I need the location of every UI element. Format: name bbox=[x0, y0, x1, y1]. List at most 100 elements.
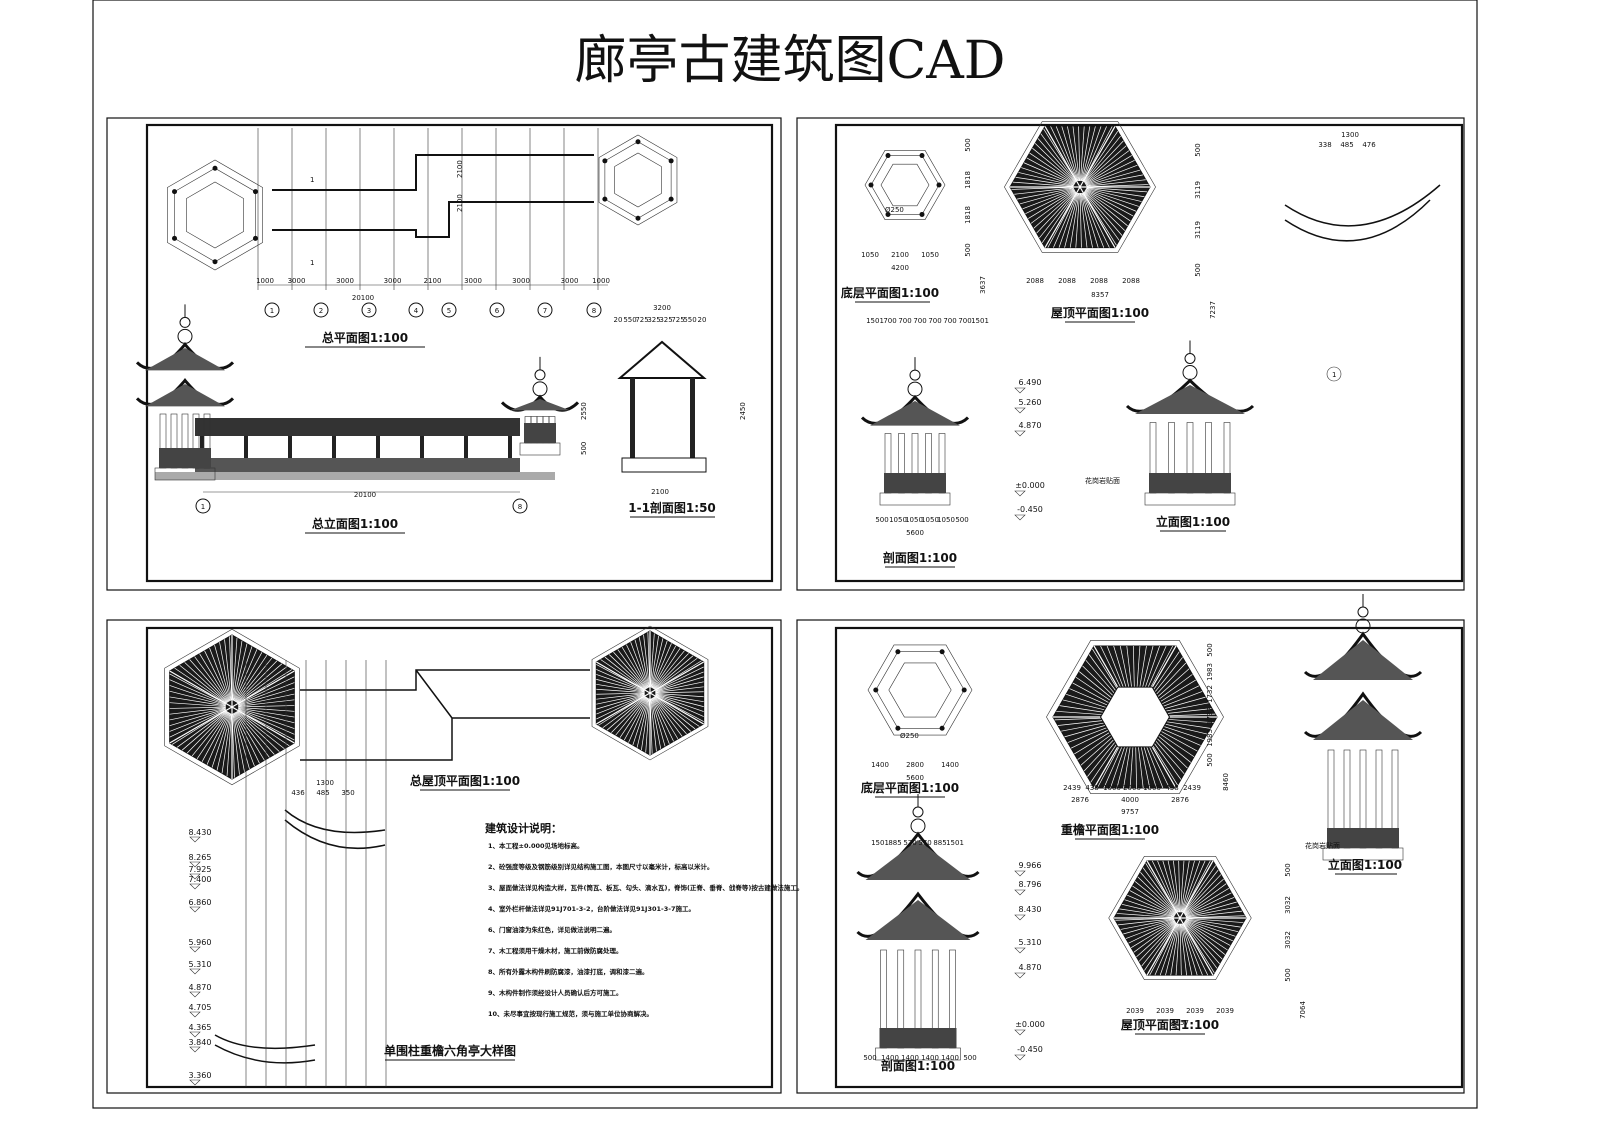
dimension-text: 1501 bbox=[946, 839, 964, 847]
axis-label: 8 bbox=[518, 503, 522, 511]
eave-detail bbox=[214, 809, 386, 1064]
corridor-section bbox=[617, 340, 707, 473]
dimension-text: 3000 bbox=[561, 277, 579, 285]
dimension-text: 1400 bbox=[921, 1054, 939, 1062]
dimension-text: 725 bbox=[635, 316, 648, 324]
dimension-text: 1050 bbox=[905, 516, 923, 524]
elevation-mark: 4.870 bbox=[1019, 421, 1042, 430]
dimension-text: 700 bbox=[958, 317, 971, 325]
pavilion-elevation-left bbox=[135, 304, 235, 481]
side-dim: 8460 bbox=[1222, 773, 1230, 791]
sheet-border bbox=[92, 0, 1478, 1109]
dimension-text: 1050 bbox=[889, 516, 907, 524]
design-note: 4、室外栏杆做法详见91J701-3-2，台阶做法详见91J301-3-7施工。 bbox=[488, 904, 695, 913]
axis-label: 3 bbox=[367, 307, 371, 315]
elevation-mark: 8.430 bbox=[1019, 905, 1042, 914]
side-dim: 500 bbox=[1206, 753, 1214, 766]
axis-bubble bbox=[489, 302, 505, 318]
side-dim: 3119 bbox=[1194, 221, 1202, 239]
dimension-text: 2088 bbox=[1090, 277, 1108, 285]
dimension-text: 700 bbox=[913, 317, 926, 325]
side-dim: 500 bbox=[1194, 143, 1202, 156]
design-note: 10、未尽事宜按现行施工规范，须与施工单位协商解决。 bbox=[488, 1009, 653, 1018]
dimension-text: 1400 bbox=[941, 1054, 959, 1062]
dimension-text: 1501 bbox=[871, 839, 889, 847]
dimension-text: 570 bbox=[918, 839, 931, 847]
dimension-text: 500 bbox=[875, 516, 888, 524]
side-dim: 500 bbox=[1284, 968, 1292, 981]
dimension-text: 700 bbox=[943, 317, 956, 325]
side-dim: 7237 bbox=[1209, 301, 1217, 319]
dimension-text: 550 bbox=[623, 316, 636, 324]
pavilion-roof-plan-right bbox=[591, 625, 709, 761]
axis-label: 1 bbox=[201, 503, 205, 511]
corridor-elevation bbox=[155, 418, 555, 480]
detail-label: 单围柱重檐六角亭大样图 bbox=[384, 1043, 516, 1058]
dimension-text: 1400 bbox=[901, 1054, 919, 1062]
dimension-text: 4200 bbox=[891, 264, 909, 272]
dimension-text: 9757 bbox=[1121, 808, 1139, 816]
elevation-mark: 7.925 bbox=[189, 865, 212, 874]
sheet-title: 廊亭古建筑图CAD bbox=[574, 31, 1005, 91]
facing-note: 花岗岩贴面 bbox=[1305, 841, 1340, 850]
dimension-text: 3000 bbox=[512, 277, 530, 285]
dimension-text: 2088 bbox=[1026, 277, 1044, 285]
dimension-text: 500 bbox=[955, 516, 968, 524]
dimension-text: 8157 bbox=[1171, 1019, 1189, 1027]
axis-label: 6 bbox=[495, 307, 500, 315]
section-label: 剖面图1:100 bbox=[881, 1058, 955, 1073]
elevation-mark: 4.705 bbox=[189, 1003, 212, 1012]
design-note: 2、砼强度等级及钢筋级别详见结构施工图，本图尺寸以毫米计，标高以米计。 bbox=[488, 862, 714, 871]
eave-plan-label: 重檐平面图1:100 bbox=[1061, 822, 1159, 837]
panel-bottom-left bbox=[106, 619, 782, 1094]
dimension-text: 1501 bbox=[971, 317, 989, 325]
dimension-text: 436 bbox=[291, 789, 305, 797]
side-dim: 500 bbox=[1206, 643, 1214, 656]
dimension-text: 2039 bbox=[1216, 1007, 1234, 1015]
design-note: 3、屋面做法详见构造大样，瓦件(筒瓦、板瓦、勾头、滴水瓦)，脊饰(正脊、垂脊、戗… bbox=[488, 883, 803, 892]
section-label: 1-1剖面图1:50 bbox=[628, 500, 716, 515]
dimension-text: 885 bbox=[933, 839, 946, 847]
dimension-text: 2039 bbox=[1156, 1007, 1174, 1015]
panel-top-right bbox=[796, 117, 1465, 591]
elevation-mark: 4.870 bbox=[1019, 963, 1042, 972]
dimension-text: 350 bbox=[341, 789, 354, 797]
roof-plan-label: 屋顶平面图1:100 bbox=[1121, 1018, 1219, 1032]
section-height: 2450 bbox=[739, 402, 747, 420]
section-height: 2550 bbox=[580, 402, 588, 420]
dimension-text: 2800 bbox=[906, 761, 924, 769]
pavilion-roof-plan-left bbox=[164, 628, 300, 786]
dimension-text: 1000 bbox=[256, 277, 274, 285]
elevation-label: 立面图1:100 bbox=[1156, 514, 1230, 529]
section-height: 500 bbox=[580, 442, 588, 455]
facing-note: 花岗岩贴面 bbox=[1085, 476, 1120, 485]
dimension-text: 1300 bbox=[316, 779, 334, 787]
axis-label: 5 bbox=[447, 307, 451, 315]
pavilion-plan-right bbox=[598, 134, 678, 226]
dimension-text: 1400 bbox=[941, 761, 959, 769]
dimension-text: 20 bbox=[614, 316, 623, 324]
corridor-plan bbox=[272, 154, 594, 238]
dimension-text: 2088 bbox=[1058, 277, 1076, 285]
dimension-text: 1300 bbox=[1341, 131, 1359, 139]
design-note: 8、所有外露木构件刷防腐漆，油漆打底，调和漆二遍。 bbox=[488, 967, 649, 976]
dimension-text: 725 bbox=[671, 316, 684, 324]
side-dim: 1983 bbox=[1206, 663, 1214, 681]
dimension-text: 20 bbox=[698, 316, 707, 324]
section-width: 3200 bbox=[653, 304, 671, 312]
elevation-mark: 3.360 bbox=[189, 1071, 212, 1080]
dimension-text: 500 bbox=[963, 1054, 976, 1062]
elevation-mark: 6.860 bbox=[189, 898, 212, 907]
side-dim: 3032 bbox=[1284, 896, 1292, 914]
dimension-text: 5600 bbox=[906, 774, 924, 782]
elevation-mark: 8.265 bbox=[189, 853, 212, 862]
elevation-total-dim: 20100 bbox=[354, 491, 376, 499]
pavilion-plan-left bbox=[167, 159, 263, 271]
elevation-mark: 6.490 bbox=[1019, 378, 1042, 387]
section-drawing bbox=[860, 357, 970, 506]
elevation-drawing bbox=[1125, 340, 1255, 506]
ground-plan-hexagon bbox=[864, 150, 946, 220]
dimension-text: 325 bbox=[647, 316, 660, 324]
dimension-text: 2876 bbox=[1171, 796, 1189, 804]
dimension-text: 2876 bbox=[1071, 796, 1089, 804]
